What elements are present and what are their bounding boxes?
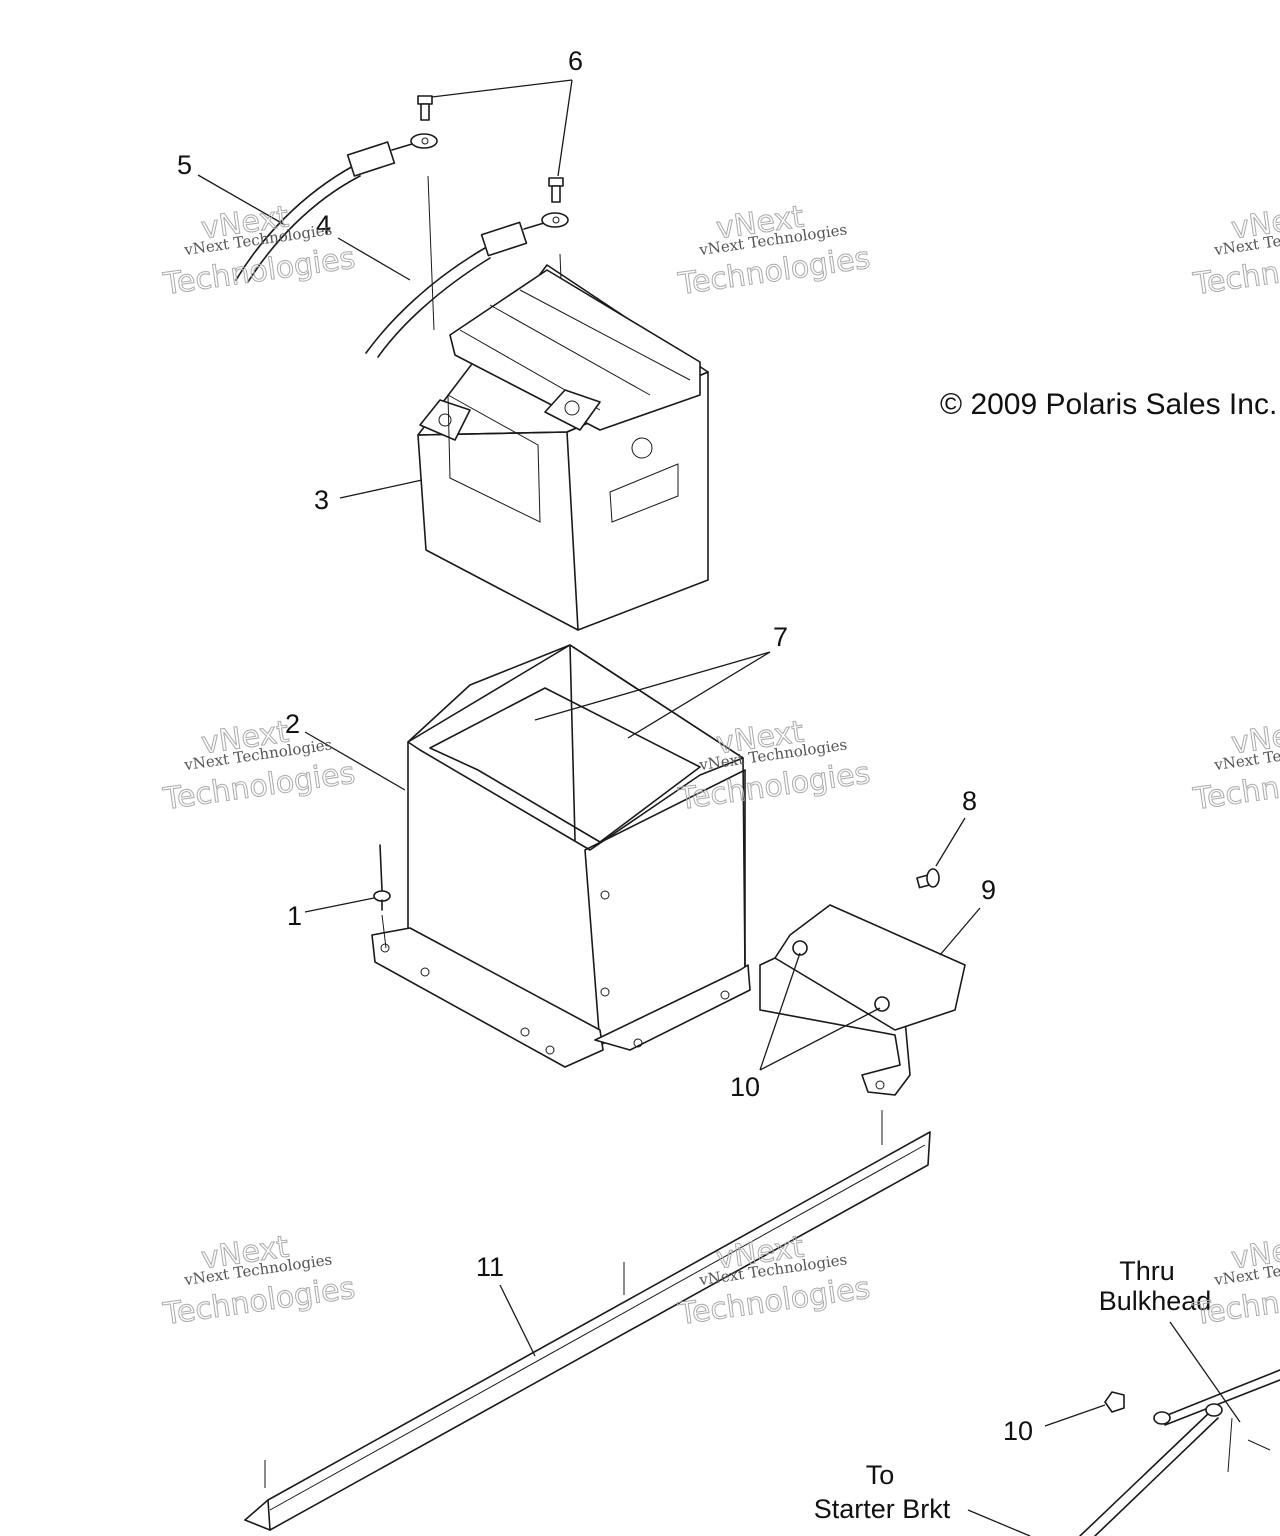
- callout-6: 6: [568, 46, 583, 76]
- bracket-9: [759, 904, 966, 1145]
- callout-9: 9: [981, 875, 996, 905]
- watermark-7: vNext vNext Technologies Technologies: [160, 1229, 358, 1333]
- callout-4: 4: [316, 210, 331, 240]
- to-starter-line1: To: [866, 1460, 895, 1490]
- callout-10-upper: 10: [730, 1072, 760, 1102]
- thru-bulkhead-line2: Bulkhead: [1099, 1286, 1212, 1316]
- watermark-6: vNext vNext Technologies Technologies: [1190, 714, 1280, 818]
- leader-lines: [197, 79, 1241, 1536]
- callout-1: 1: [287, 901, 302, 931]
- callout-10-lower: 10: [1003, 1416, 1033, 1446]
- callout-11: 11: [476, 1252, 504, 1282]
- callout-2: 2: [285, 709, 300, 739]
- watermark-1: vNext vNext Technologies Technologies: [160, 199, 358, 303]
- to-starter-line2: Starter Brkt: [814, 1494, 951, 1524]
- callout-8: 8: [962, 786, 977, 816]
- cable-ends: [1079, 1369, 1280, 1536]
- bolt-6-right: [548, 177, 564, 203]
- cable-4: [365, 212, 569, 358]
- callout-7: 7: [773, 622, 788, 652]
- copyright-notice: © 2009 Polaris Sales Inc.: [940, 388, 1277, 421]
- battery: [417, 264, 709, 631]
- watermark-3: vNext vNext Technologies Technologies: [1190, 199, 1280, 303]
- watermark-9: vNext vNext Technologies Technologies: [1190, 1229, 1280, 1333]
- watermark-8: vNext vNext Technologies Technologies: [675, 1229, 873, 1333]
- rivet: [373, 844, 391, 949]
- bolt-6-left: [417, 95, 433, 121]
- callout-5: 5: [177, 150, 192, 180]
- bolt-8: [916, 868, 940, 889]
- watermark-4: vNext vNext Technologies Technologies: [160, 714, 358, 818]
- battery-box: [371, 644, 751, 1068]
- cable-5: [235, 133, 438, 283]
- thru-bulkhead-line1: Thru: [1119, 1256, 1175, 1286]
- watermark-5: vNext vNext Technologies Technologies: [675, 714, 873, 818]
- rail-11: [244, 1131, 931, 1531]
- watermark-2: vNext vNext Technologies Technologies: [675, 199, 873, 303]
- callout-3: 3: [314, 485, 329, 515]
